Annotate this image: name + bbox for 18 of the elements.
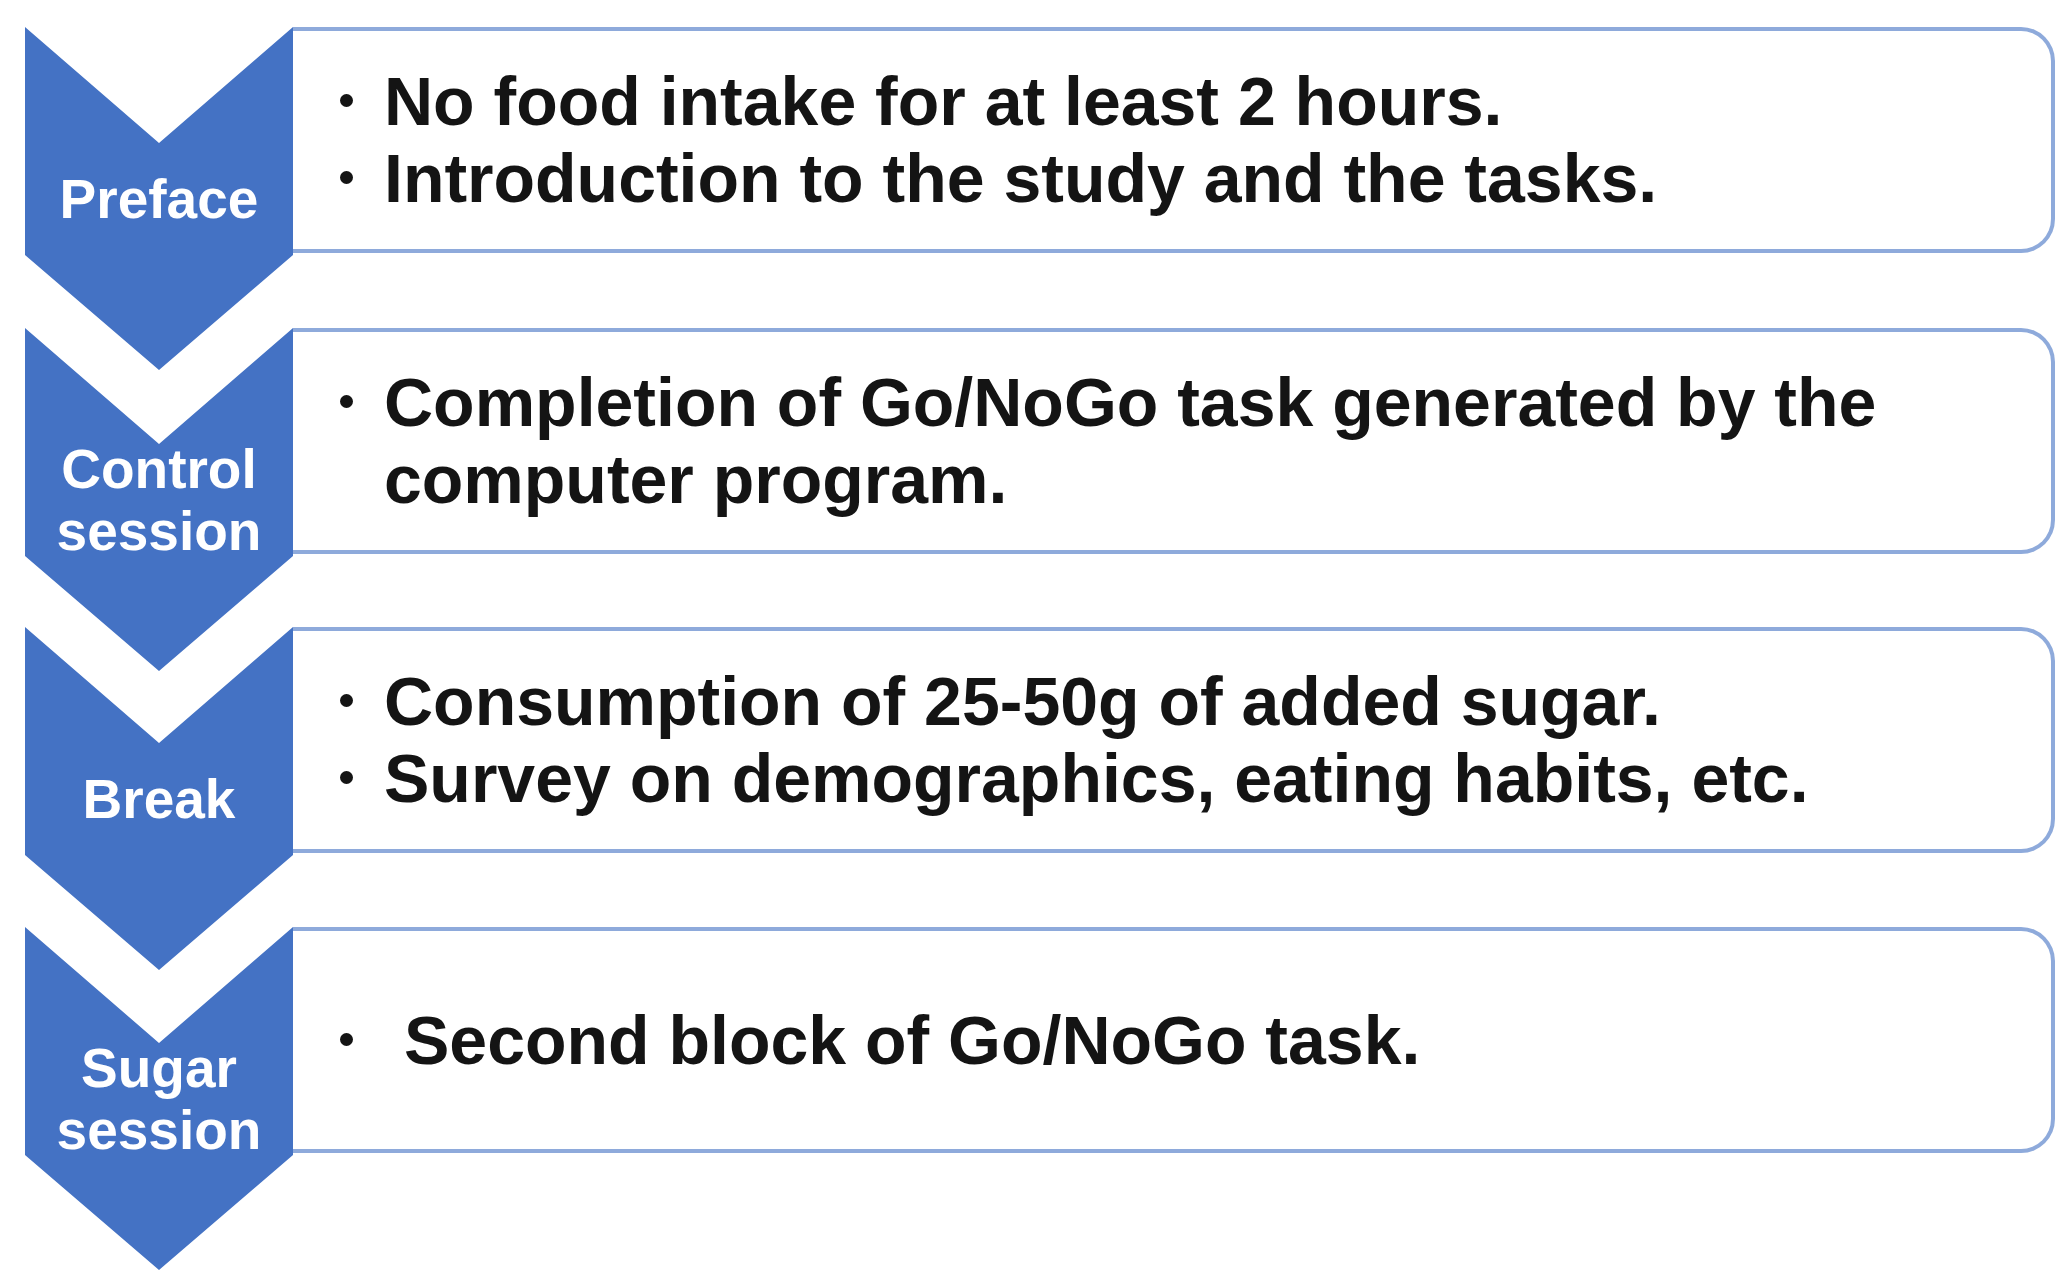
text-panel (293, 627, 2055, 853)
process-step (25, 328, 293, 671)
process-step (25, 927, 293, 1270)
process-step (25, 627, 293, 970)
process-step (25, 27, 293, 370)
text-panel (293, 927, 2055, 1153)
bullet-text: Introduction to the study and the tasks. (384, 140, 1658, 217)
step-label: Break (82, 768, 236, 830)
bullet-text: No food intake for at least 2 hours. (384, 63, 1503, 140)
text-panel (293, 27, 2055, 253)
bullet-text: Completion of Go/NoGo task generated by the computer program. (384, 364, 1878, 518)
bullet-text: Consumption of 25-50g of added sugar. (384, 663, 1661, 740)
step-label: Sugar session (56, 1037, 262, 1161)
step-label: Control session (56, 438, 262, 562)
step-label: Preface (59, 168, 259, 230)
bullet-text: Second block of Go/NoGo task. (404, 1001, 1421, 1079)
text-panel (293, 328, 2055, 554)
bullet-text: Survey on demographics, eating habits, etc. (384, 740, 1809, 817)
